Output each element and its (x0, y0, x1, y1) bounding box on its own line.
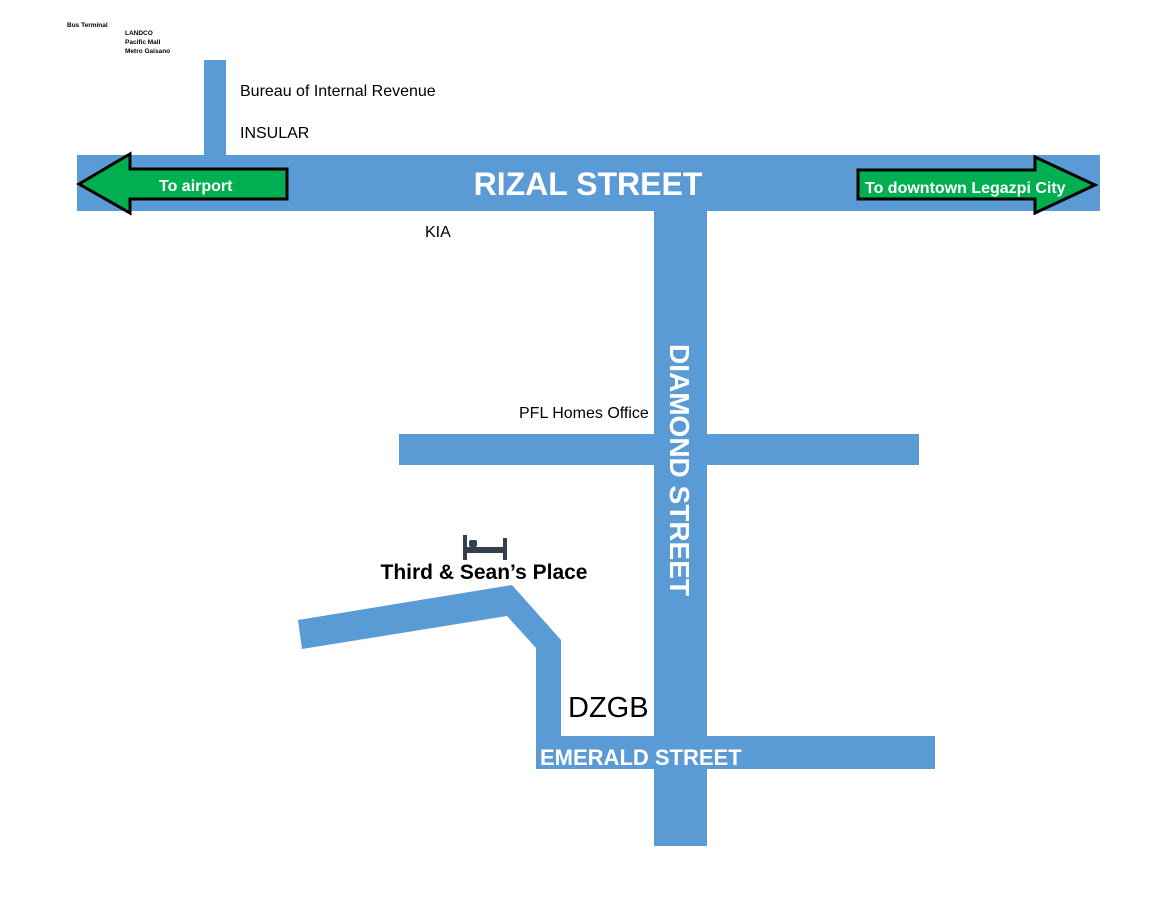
corner-list-item: Metro Gaisano (125, 48, 170, 55)
diamond-street-label: DIAMOND STREET (664, 344, 695, 596)
bus-terminal-label: Bus Terminal (67, 22, 108, 29)
destination-label: Third & Sean’s Place (381, 561, 588, 584)
cross-street-road (399, 434, 919, 465)
corner-list-item: LANDCO (125, 30, 153, 37)
side-road-north (204, 60, 226, 160)
kia-label: KIA (425, 224, 451, 241)
corner-list-item: Pacific Mall (125, 39, 161, 46)
rizal-street-label: RIZAL STREET (474, 166, 703, 202)
pfl-homes-label: PFL Homes Office (519, 405, 649, 422)
bir-label: Bureau of Internal Revenue (240, 83, 436, 100)
winding-road (298, 585, 561, 740)
insular-label: INSULAR (240, 125, 309, 142)
dzgb-label: DZGB (568, 692, 649, 724)
to-downtown-label: To downtown Legazpi City (865, 180, 1066, 197)
to-airport-label: To airport (159, 178, 233, 195)
emerald-street-road (536, 736, 935, 769)
bed-icon (463, 535, 507, 560)
emerald-street-label: EMERALD STREET (540, 745, 742, 770)
to-downtown-arrow[interactable] (856, 154, 1099, 216)
to-airport-arrow[interactable] (76, 151, 289, 216)
